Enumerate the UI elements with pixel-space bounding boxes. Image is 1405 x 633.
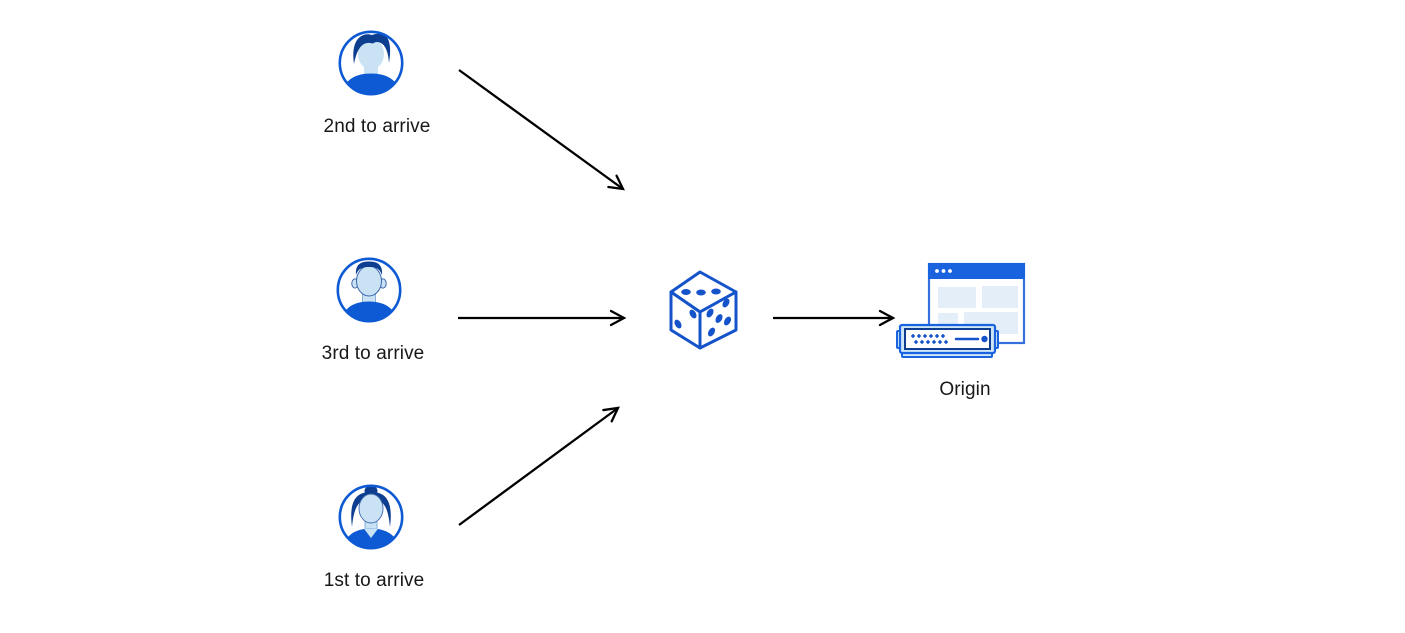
node-label-origin: Origin: [939, 379, 991, 400]
arrow-second-to-dice: [458, 69, 625, 191]
node-origin: Origin: [896, 262, 1028, 400]
node-label-third: 3rd to arrive: [321, 343, 425, 364]
node-user-second: 2nd to arrive: [324, 29, 430, 137]
node-user-third: 3rd to arrive: [322, 256, 424, 364]
user-avatar-male-short-hair-icon: [336, 257, 402, 323]
arrow-first-to-dice: [458, 406, 620, 526]
node-dice: [668, 270, 738, 355]
user-avatar-male-swept-hair-icon: [338, 30, 404, 96]
user-avatar-female-bun-icon: [338, 484, 404, 550]
server-icon: [896, 323, 999, 358]
node-label-second: 2nd to arrive: [323, 116, 431, 137]
node-user-first: 1st to arrive: [324, 483, 424, 591]
node-label-first: 1st to arrive: [323, 570, 425, 591]
dice-icon: [669, 270, 738, 350]
origin-browser-server-icon: [896, 262, 1026, 358]
